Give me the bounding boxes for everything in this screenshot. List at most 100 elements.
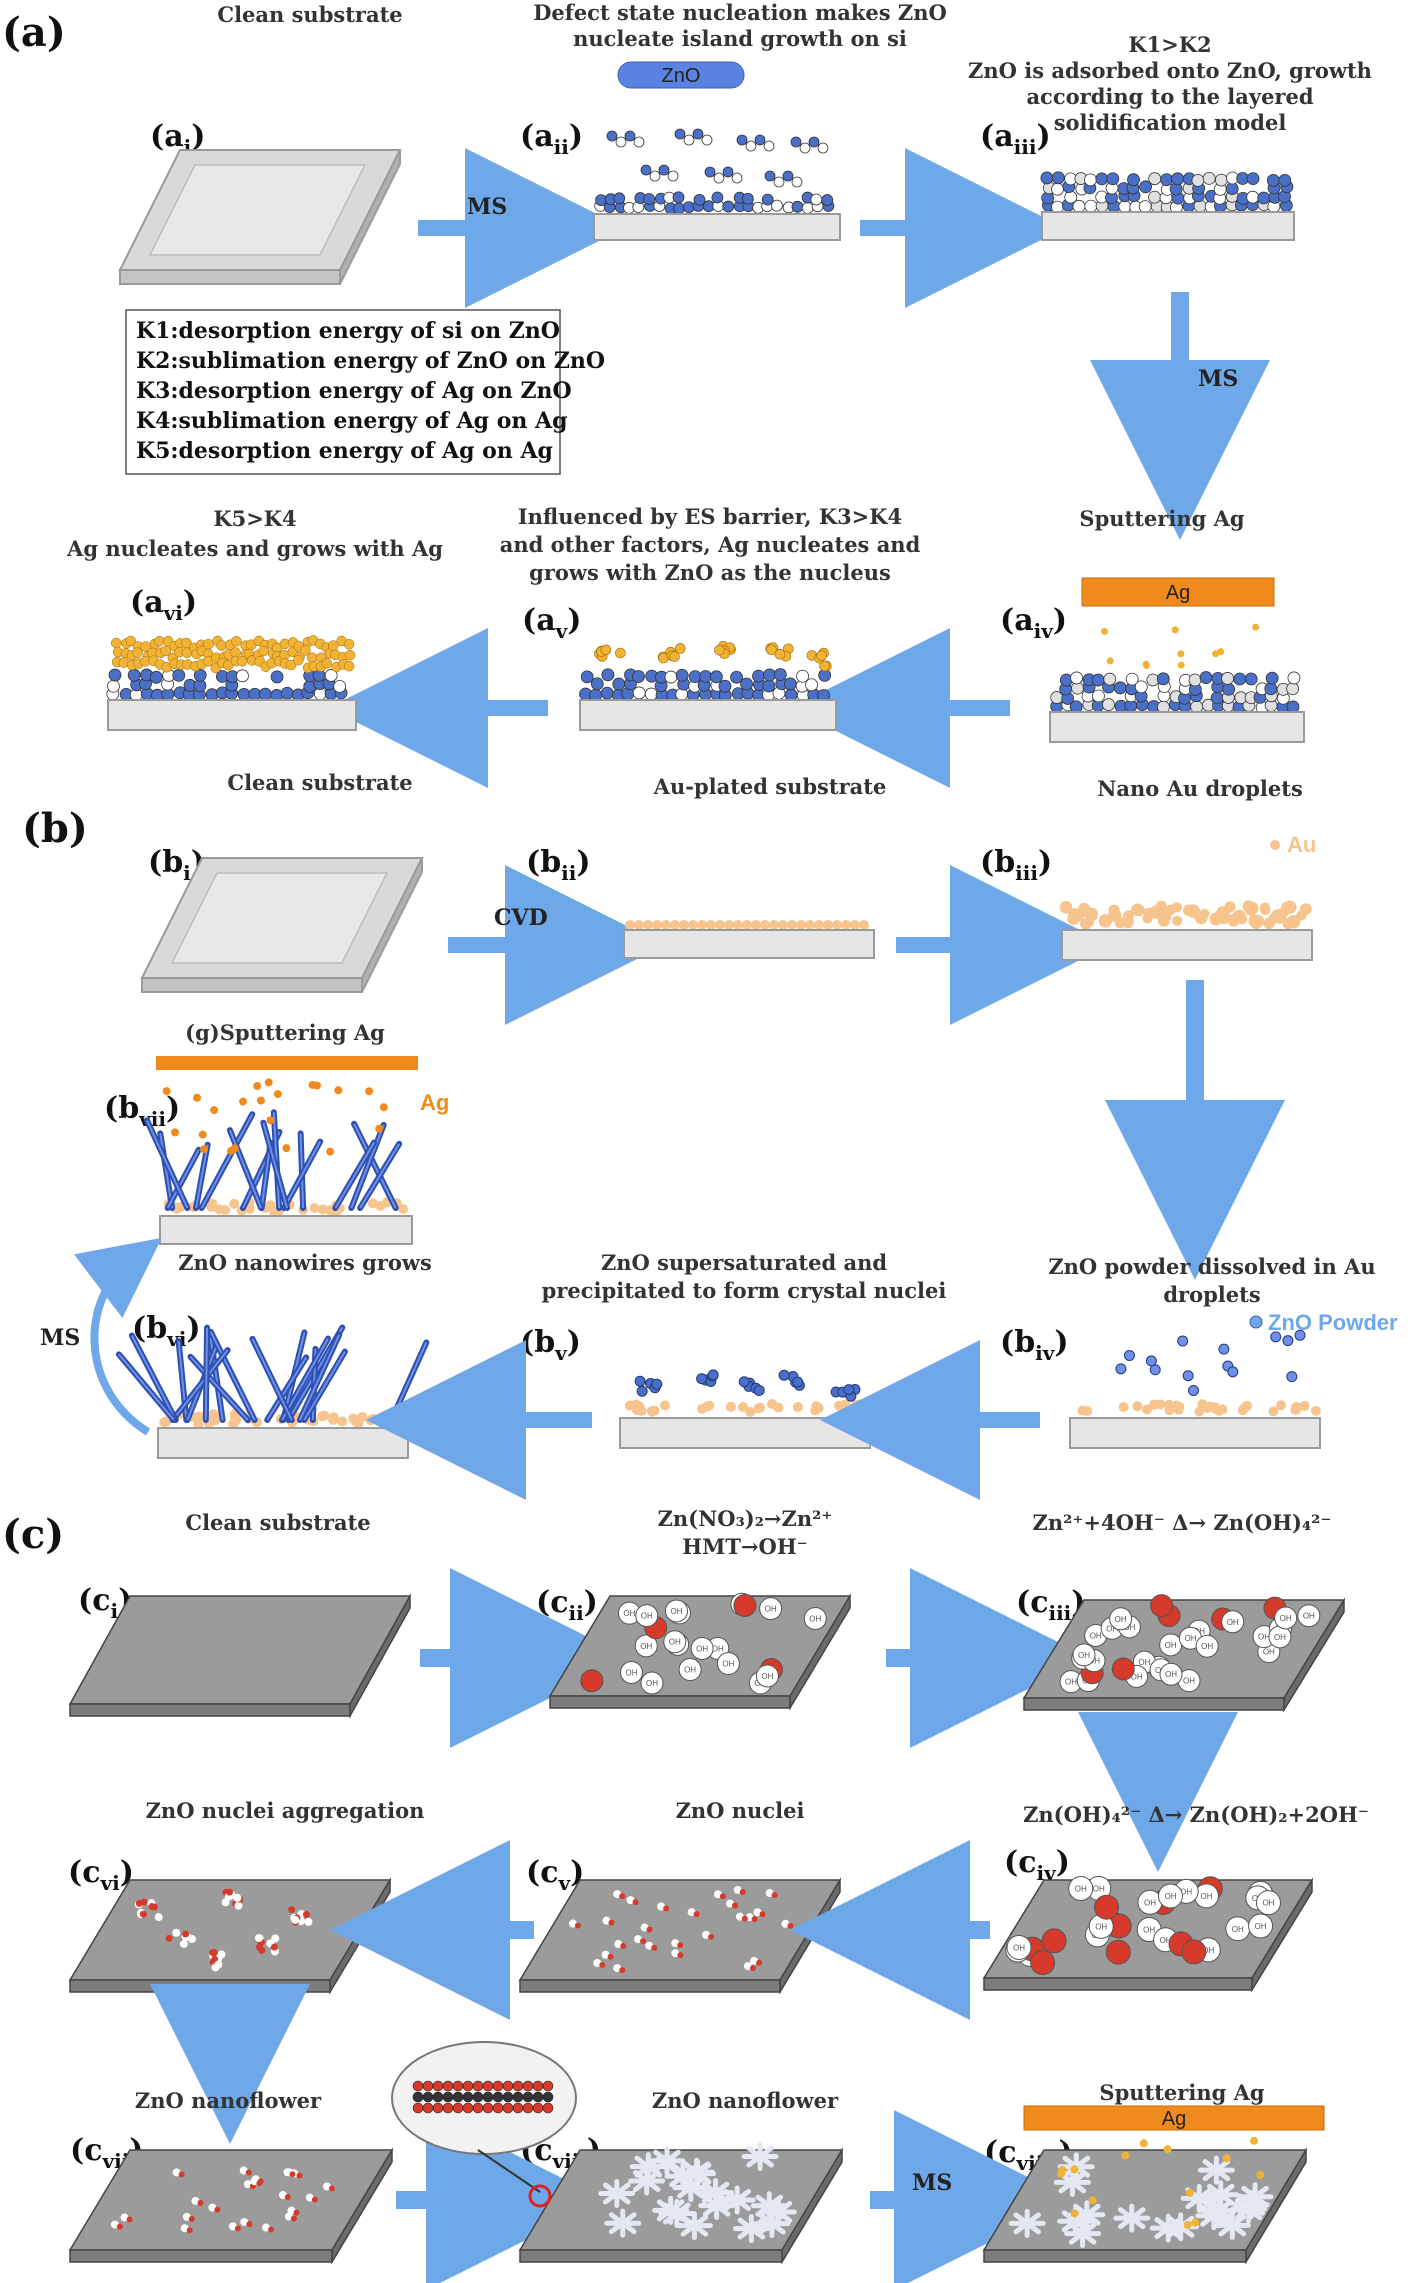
atom (752, 669, 765, 683)
caption-eq1-line2: HMT→OH⁻ (682, 1534, 808, 1559)
plate-front (1023, 1697, 1285, 1711)
atom (821, 194, 834, 206)
ag-particle (1177, 661, 1185, 669)
zno-nanowire-highlight (299, 1334, 341, 1421)
oh-ion (1248, 1913, 1274, 1939)
zno-nanowire-highlight (118, 1353, 175, 1421)
legend-k3: K3:desorption energy of Ag on ZnO (136, 378, 572, 404)
ag-film-atom (343, 639, 355, 650)
oh-ion-label: OH (1164, 1892, 1176, 1901)
nanoflower-petal (1129, 2207, 1146, 2221)
label-ai: (ai) (150, 119, 205, 159)
label-cii: (cii) (536, 1585, 598, 1625)
zno-layer-aiv (1050, 671, 1301, 714)
au-base-atom (1205, 1401, 1216, 1412)
zno-nanowire-highlight (171, 1349, 229, 1421)
zno-cluster-atom (763, 140, 775, 152)
oh-ion-label: OH (1090, 1632, 1102, 1641)
oh-ion-label: OH (641, 1612, 653, 1621)
nanoflower-petal (769, 2212, 786, 2227)
ag-particle (1177, 650, 1185, 658)
ag-island-atom (675, 643, 686, 654)
ag-particle (162, 1087, 171, 1096)
substrate-bvii (159, 1215, 413, 1245)
oh-ion-label: OH (696, 1644, 708, 1653)
atom (1113, 681, 1127, 695)
zoom-atom (512, 2080, 524, 2092)
au-base-atom (853, 1404, 864, 1415)
label-aiii: (aiii) (980, 119, 1051, 159)
legend-k1: K1:desorption energy of si on ZnO (136, 318, 560, 344)
atom (280, 686, 294, 700)
atom (1091, 673, 1105, 687)
au-film-atom (652, 920, 662, 930)
oh-ion-label: OH (1255, 1922, 1267, 1931)
au-base-atom (1299, 1401, 1310, 1412)
zoom-marker-circle (528, 2184, 552, 2208)
au-base-atom (159, 1417, 170, 1428)
ag-film-atom (321, 658, 333, 669)
ag-island-atom (600, 644, 612, 656)
zno-nanowire-highlight (334, 1142, 375, 1209)
oh-ion-label: OH (765, 1605, 777, 1614)
au-base-atom (229, 1198, 240, 1209)
nucleus-dot (693, 1911, 700, 1918)
ag-particle (1143, 661, 1151, 669)
nucleus-dot (126, 2216, 133, 2223)
zno-cluster-atom (791, 176, 803, 188)
zno-nanowire-highlight (166, 1149, 200, 1209)
caption-eq1-line1: Zn(NO₃)₂→Zn²⁺ (658, 1506, 833, 1531)
oh-ion-label: OH (1106, 1624, 1118, 1633)
label-aii: (aii) (520, 119, 583, 159)
ag-particle (1183, 2220, 1192, 2229)
oh-ion (1195, 1634, 1219, 1658)
zoom-atom (452, 2102, 464, 2114)
zno-cluster-atom (782, 170, 794, 182)
plate-front (549, 1695, 791, 1709)
nucleus-dot (731, 1902, 738, 1909)
legend-ag: Ag (420, 1090, 449, 1115)
atom (1156, 672, 1170, 686)
ag-particle (1088, 2196, 1097, 2205)
svg-text:Ag: Ag (1166, 582, 1190, 604)
au-base-atom (1173, 1404, 1184, 1415)
au-droplet (1288, 915, 1299, 927)
ag-particle (227, 1146, 236, 1155)
ag-film-atom (300, 645, 311, 656)
oh-ion-label: OH (684, 1666, 696, 1675)
zno-nucleus-atom (707, 1369, 719, 1381)
atom (149, 670, 163, 684)
oh-ion (690, 1636, 714, 1660)
caption-nanoflower-2: ZnO nanoflower (652, 2088, 839, 2113)
nucleus-dot (165, 1934, 173, 1942)
svg-text:(cv): (cv) (526, 1855, 584, 1895)
ag-film-atom (132, 647, 143, 659)
atom (710, 670, 723, 684)
atom (1246, 172, 1260, 186)
svg-text:(bii): (bii) (526, 845, 591, 885)
svg-text:(bv): (bv) (520, 1325, 581, 1365)
nanoflower-petal (620, 2212, 637, 2226)
zoom-atom (512, 2091, 524, 2103)
plate-front (983, 2249, 1247, 2263)
nucleus-dot (234, 1901, 243, 1910)
atom (1202, 172, 1216, 185)
atom (172, 668, 186, 682)
au-droplet (1142, 913, 1153, 924)
ag-film-atom (154, 635, 165, 647)
caption-k1k2-line1: K1>K2 (1128, 32, 1211, 57)
atom (1266, 174, 1280, 187)
oh-ion (634, 1634, 658, 1658)
au-base-atom (214, 1204, 225, 1215)
oh-ion-label: OH (1201, 1642, 1213, 1651)
oh-ion (640, 1671, 664, 1695)
legend-k4: K4:sublimation energy of Ag on Ag (136, 408, 568, 434)
nucleus-dot (217, 1950, 226, 1959)
zno-nanowires-bvi (115, 1324, 430, 1429)
atom (805, 678, 818, 692)
caption-k1k2-line2: ZnO is adsorbed onto ZnO, growth (968, 58, 1372, 83)
ag-particle (334, 1086, 343, 1095)
ag-particle (1256, 2170, 1265, 2179)
